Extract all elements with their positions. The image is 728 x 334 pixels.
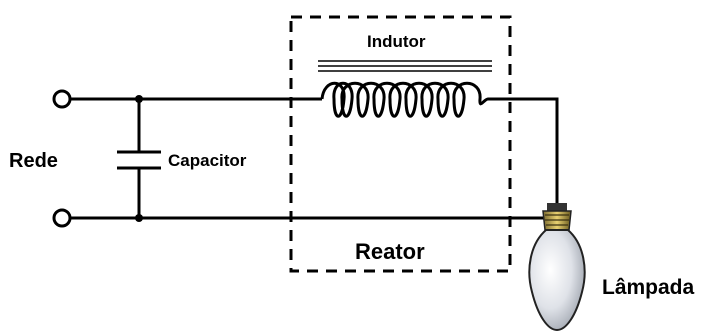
inductor-coil-icon xyxy=(320,81,489,118)
rede-label: Rede xyxy=(9,150,58,172)
lampada-label: Lâmpada xyxy=(602,276,695,299)
reator-label: Reator xyxy=(355,239,425,264)
lamp-feed-wire xyxy=(488,97,559,205)
terminal-icon xyxy=(52,208,72,228)
indutor-label: Indutor xyxy=(367,32,426,51)
capacitor-icon xyxy=(117,99,161,218)
reactor-box xyxy=(289,15,512,273)
terminal-icon xyxy=(52,89,72,109)
inductor-core xyxy=(318,60,492,72)
lamp-bulb-icon xyxy=(528,203,586,332)
capacitor-label: Capacitor xyxy=(168,151,247,170)
